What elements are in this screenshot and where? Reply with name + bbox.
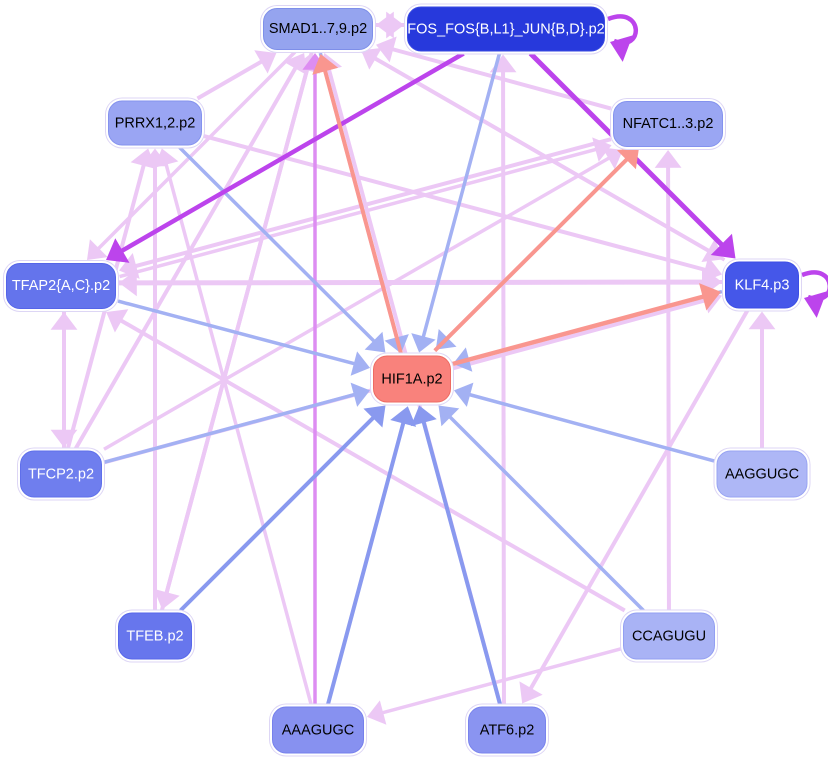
edge-prrx-to-hif1a (178, 146, 377, 344)
edge-atf6-to-fos (501, 70, 506, 705)
arrowhead-tfcp2-to-tfap2 (50, 312, 78, 330)
node-label-ccagugu: CCAGUGU (631, 628, 707, 644)
arrowhead-ccagugu-to-tfap2 (106, 309, 129, 333)
node-label-smad: SMAD1..7,9.p2 (268, 21, 368, 37)
node-atf6[interactable]: ATF6.p2 (468, 706, 546, 754)
arrowhead-tfap2-to-hif1a (350, 351, 370, 376)
node-label-tfeb: TFEB.p2 (126, 628, 184, 644)
arrowhead-prrx-to-klf4 (701, 256, 722, 283)
edge-prrx-to-klf4 (203, 134, 708, 273)
edge-klf4-to-smad (372, 56, 726, 262)
self-loop-arrowhead-klf4 (804, 291, 827, 318)
edge-tfap2-to-nfatc (119, 147, 598, 279)
node-aaggugc[interactable]: AAGGUGC (716, 450, 808, 498)
edge-ccagugu-to-nfatc (666, 165, 671, 611)
edge-fos-to-hif1a (421, 53, 502, 339)
node-smad[interactable]: SMAD1..7,9.p2 (263, 8, 373, 50)
edge-klf4-to-atf6 (528, 309, 750, 691)
edge-fos-to-tfap2 (119, 51, 465, 254)
node-label-prrx: PRRX1,2.p2 (114, 115, 196, 131)
edge-tfeb-to-hif1a (179, 415, 376, 612)
arrowhead-fos-to-tfap2 (106, 238, 130, 263)
node-label-klf4: KLF4.p3 (734, 277, 790, 293)
arrowhead-ccagugu-to-nfatc (654, 150, 682, 168)
node-label-hif1a: HIF1A.p2 (381, 371, 443, 387)
arrowhead-nfatc-to-smad (376, 36, 397, 63)
edge-ccagugu-to-tfap2 (118, 318, 626, 613)
node-label-fos: FOS_FOS{B,L1}_JUN{B,D}.p2 (407, 21, 605, 37)
arrowhead-fos-to-hif1a (411, 333, 436, 353)
arrowhead-aaggugc-to-hif1a (454, 382, 474, 407)
node-label-nfatc: NFATC1..3.p2 (622, 116, 714, 132)
node-label-atf6: ATF6.p2 (479, 722, 535, 738)
arrowhead-tfeb-to-hif1a (363, 405, 386, 428)
arrowhead-tfap2-to-nfatc (592, 137, 612, 162)
edge-aaagugc-to-prrx (163, 162, 313, 705)
node-tfcp2[interactable]: TFCP2.p2 (20, 450, 102, 498)
node-tfap2[interactable]: TFAP2{A,C}.p2 (6, 263, 116, 309)
edge-smad-to-tfeb (164, 51, 314, 595)
arrowhead-tfcp2-to-hif1a (350, 382, 370, 407)
node-aaagugc[interactable]: AAAGUGC (272, 706, 364, 754)
arrowhead-smad-to-tfap2 (87, 239, 108, 260)
node-ccagugu[interactable]: CCAGUGU (623, 612, 715, 660)
node-klf4[interactable]: KLF4.p3 (725, 261, 799, 309)
edge-tfcp2-to-smad (73, 65, 298, 450)
node-tfeb[interactable]: TFEB.p2 (118, 612, 192, 660)
edge-atf6-to-hif1a (421, 420, 503, 706)
edge-ccagugu-to-aaagugc (380, 647, 622, 715)
arrowhead-klf4-to-tfap2 (118, 269, 137, 297)
node-label-tfcp2: TFCP2.p2 (27, 466, 95, 482)
arrowhead-klf4-to-smad (361, 47, 382, 70)
edge-hif1a-to-nfatc (433, 156, 630, 353)
arrowhead-fos-to-smad (376, 11, 394, 39)
arrowhead-ccagugu-to-hif1a (438, 405, 460, 427)
arrowhead-aaggugc-to-klf4 (748, 311, 776, 330)
edge-nfatc-to-tfap2 (133, 137, 612, 269)
edge-prrx-to-smad (196, 59, 264, 101)
arrowhead-hif1a-to-smad (312, 54, 339, 75)
arrowhead-prrx-to-smad (254, 50, 277, 74)
edge-hif1a-to-smad (322, 68, 404, 356)
node-hif1a[interactable]: HIF1A.p2 (373, 355, 451, 403)
node-prrx[interactable]: PRRX1,2.p2 (108, 100, 202, 146)
arrowhead-hif1a-to-klf4 (699, 283, 721, 311)
arrowhead-aaagugc-to-prrx (154, 148, 179, 168)
arrowhead-tfcp2-to-nfatc (602, 147, 623, 170)
edge-klf4-to-tfap2 (134, 280, 723, 285)
arrowhead-fos-to-klf4 (710, 233, 736, 259)
self-loop-arrowhead-fos (610, 35, 633, 62)
arrowhead-aaagugc-to-hif1a (390, 406, 417, 427)
edge-tfcp2-to-nfatc (103, 155, 612, 451)
edge-tfap2-to-hif1a (117, 299, 357, 366)
arrowhead-klf4-to-atf6 (519, 681, 543, 704)
arrowhead-atf6-to-hif1a (410, 405, 437, 427)
edge-hif1a-to-klf4 (451, 294, 706, 367)
arrowhead-ccagugu-to-aaagugc (367, 700, 387, 725)
arrowhead-hif1a-to-nfatc (617, 147, 640, 170)
edge-ccagugu-to-hif1a (447, 414, 645, 612)
node-label-tfap2: TFAP2{A,C}.p2 (11, 278, 111, 294)
node-nfatc[interactable]: NFATC1..3.p2 (613, 101, 723, 147)
node-fos[interactable]: FOS_FOS{B,L1}_JUN{B,D}.p2 (407, 6, 605, 52)
edge-aaggugc-to-hif1a (467, 392, 715, 463)
edge-aaagugc-to-hif1a (325, 421, 406, 706)
node-label-aaggugc: AAGGUGC (724, 466, 800, 482)
arrowhead-prrx-to-hif1a (364, 331, 386, 353)
arrowhead-smad-to-tfeb (153, 588, 180, 610)
node-label-aaagugc: AAAGUGC (281, 722, 355, 738)
edge-tfcp2-to-hif1a (103, 392, 357, 465)
arrowhead-tfcp2-to-smad (283, 53, 307, 76)
